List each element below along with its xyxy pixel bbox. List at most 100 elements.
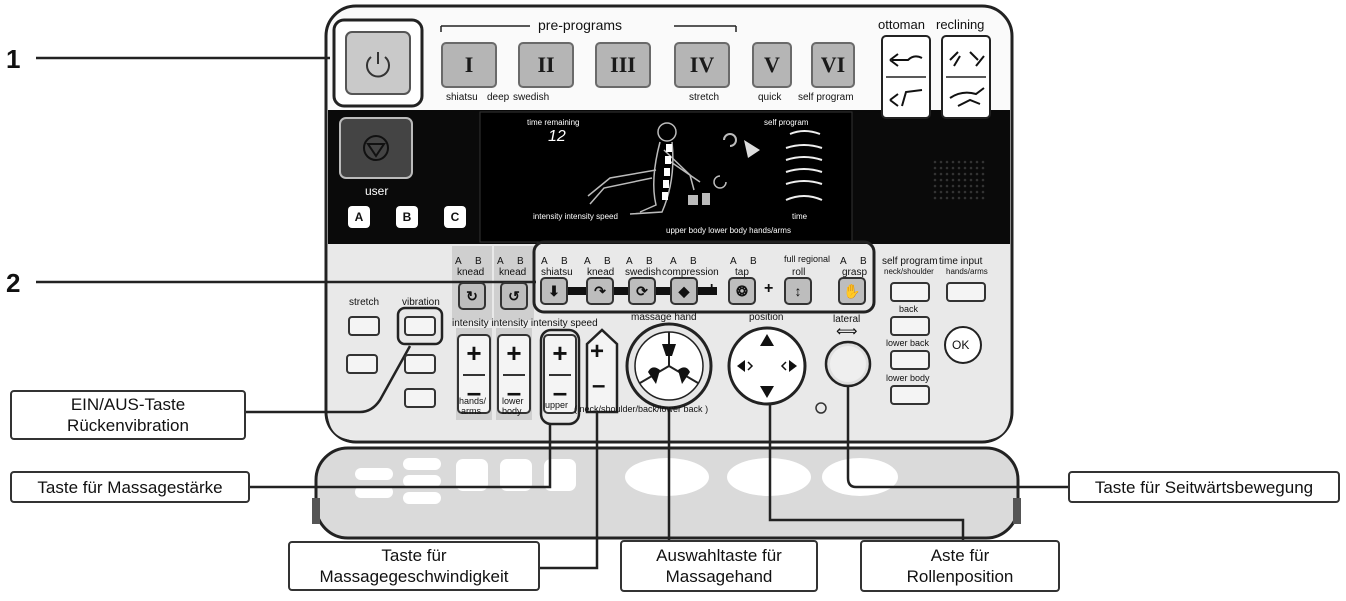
minus-icon[interactable]: –: [466, 377, 482, 407]
tap-button[interactable]: ❂: [728, 277, 756, 305]
plus-sign: +: [707, 280, 717, 297]
lcd-time-remaining-label: time remaining: [527, 118, 580, 127]
program-button-1[interactable]: I: [441, 42, 497, 88]
tray-slot: [355, 486, 393, 498]
callout-massage-hand: Auswahltaste für Massagehand: [620, 540, 818, 592]
speed-plus-icon[interactable]: +: [590, 338, 605, 365]
self-program-lower-back-button[interactable]: [890, 350, 930, 370]
self-program-back-button[interactable]: [890, 316, 930, 336]
ottoman-down-icon: [889, 89, 923, 107]
user-label: user: [365, 184, 389, 198]
ab-label-b: B: [860, 256, 867, 267]
lcd-spine: [662, 144, 672, 200]
tray-clip-right: [1013, 498, 1021, 524]
user-button-b[interactable]: B: [396, 206, 418, 228]
label-tap: tap: [735, 267, 749, 278]
label-self-program: self program: [882, 256, 938, 267]
label-deep: deep: [487, 92, 510, 103]
vibration-level-button-2[interactable]: [404, 388, 436, 408]
program-button-5[interactable]: V: [752, 42, 792, 88]
label-lower-back: lower back: [886, 338, 930, 348]
program-button-6[interactable]: VI: [811, 42, 855, 88]
label-quick: quick: [758, 92, 782, 103]
lcd-body-figure: [587, 122, 701, 215]
callout-speed-line1: Taste für: [381, 546, 447, 565]
knead-button-1[interactable]: ↻: [458, 282, 486, 310]
leader-lines: [36, 56, 1068, 570]
callout-vibration-line1: EIN/AUS-Taste: [70, 395, 186, 414]
vibration-level-button[interactable]: [404, 354, 436, 374]
callout-intensity: Taste für Massagestärke: [10, 471, 250, 503]
knead-button-3[interactable]: ↷: [586, 277, 614, 305]
swedish-icon: ⟳: [636, 282, 648, 299]
label-stretch: stretch: [349, 297, 380, 308]
speed-minus-icon[interactable]: –: [592, 372, 606, 399]
label-self-program: self program: [798, 92, 854, 103]
callout-number-1: 1: [6, 44, 21, 74]
label-lower-body-2: body: [502, 406, 522, 416]
lcd-swirl-icon: [713, 175, 727, 189]
program-button-2[interactable]: II: [518, 42, 574, 88]
recline-up-icon: [949, 51, 985, 67]
user-button-a[interactable]: A: [348, 206, 370, 228]
arrow-down-icon: [760, 386, 774, 398]
label-neck-note: ( neck/shoulder/back/lower back ): [574, 404, 709, 414]
lcd-self-program-stripes: [785, 130, 823, 201]
lcd-time-value: 12: [548, 128, 566, 145]
intensity-upper-button[interactable]: + –: [543, 334, 577, 414]
plus-icon[interactable]: +: [552, 338, 568, 368]
ok-button: [944, 326, 982, 364]
tray-slot: [403, 475, 441, 487]
compression-button[interactable]: ◆: [670, 277, 698, 305]
minus-icon[interactable]: –: [506, 377, 522, 407]
grasp-button[interactable]: ✋: [838, 277, 866, 305]
plus-sign: +: [764, 280, 774, 297]
label-intensity-speed-header: intensity intensity intensity speed: [452, 318, 598, 329]
pre-programs-label: pre-programs: [538, 17, 623, 33]
stretch-button-2[interactable]: [346, 354, 378, 374]
program-button-4[interactable]: IV: [674, 42, 730, 88]
label-knead-2: knead: [499, 267, 527, 278]
ab-label-b: B: [750, 256, 757, 267]
tray-slot: [355, 468, 393, 480]
ottoman-up-icon: [889, 53, 923, 67]
plus-icon[interactable]: +: [506, 338, 522, 368]
ab-label-a: A: [670, 256, 677, 267]
callout-speed: Taste für Massagegeschwindigkeit: [288, 541, 540, 591]
tray-slot: [500, 459, 532, 491]
user-button-c[interactable]: C: [444, 206, 466, 228]
program-button-3[interactable]: III: [595, 42, 651, 88]
callout-roller-line2: Rollenposition: [906, 567, 1014, 586]
roll-button[interactable]: ↕: [784, 277, 812, 305]
self-program-neck-button[interactable]: [890, 282, 930, 302]
knead-button-2[interactable]: ↺: [500, 282, 528, 310]
swedish-button[interactable]: ⟳: [628, 277, 656, 305]
callout-lateral-text: Taste für Seitwärtsbewegung: [1094, 477, 1314, 497]
intensity-lower-body-button[interactable]: + –: [497, 334, 531, 414]
minus-icon[interactable]: –: [552, 377, 568, 407]
hand-icon: [678, 367, 690, 384]
technique-group-frame: [532, 240, 876, 314]
ok-label[interactable]: OK: [952, 338, 970, 352]
knead-icon: ↷: [594, 282, 606, 299]
label-lower-body-1: lower: [502, 396, 524, 406]
knead-icon: ↻: [466, 287, 478, 304]
label-hands-arms: hands/arms: [946, 267, 988, 276]
self-program-lower-body-button[interactable]: [890, 385, 930, 405]
stretch-button[interactable]: [348, 316, 380, 336]
time-input-hands-button[interactable]: [946, 282, 986, 302]
recline-down-icon: [949, 87, 985, 107]
lcd-rotate-icon: [723, 133, 737, 147]
speaker-grid: [933, 160, 985, 200]
callout-roller-position: Aste für Rollenposition: [860, 540, 1060, 592]
ab-label-a: A: [730, 256, 737, 267]
label-swedish: swedish: [625, 267, 662, 278]
label-grasp: grasp: [842, 267, 868, 278]
plus-icon[interactable]: +: [466, 338, 482, 368]
vibration-button[interactable]: [404, 316, 436, 336]
callout-vibration: EIN/AUS-Taste Rückenvibration: [10, 390, 246, 440]
knead-icon: ↺: [508, 287, 520, 304]
label-hands-arms-2: arms: [461, 406, 481, 416]
shiatsu-button[interactable]: ⬇: [540, 277, 568, 305]
intensity-hands-arms-button[interactable]: + –: [457, 334, 491, 414]
